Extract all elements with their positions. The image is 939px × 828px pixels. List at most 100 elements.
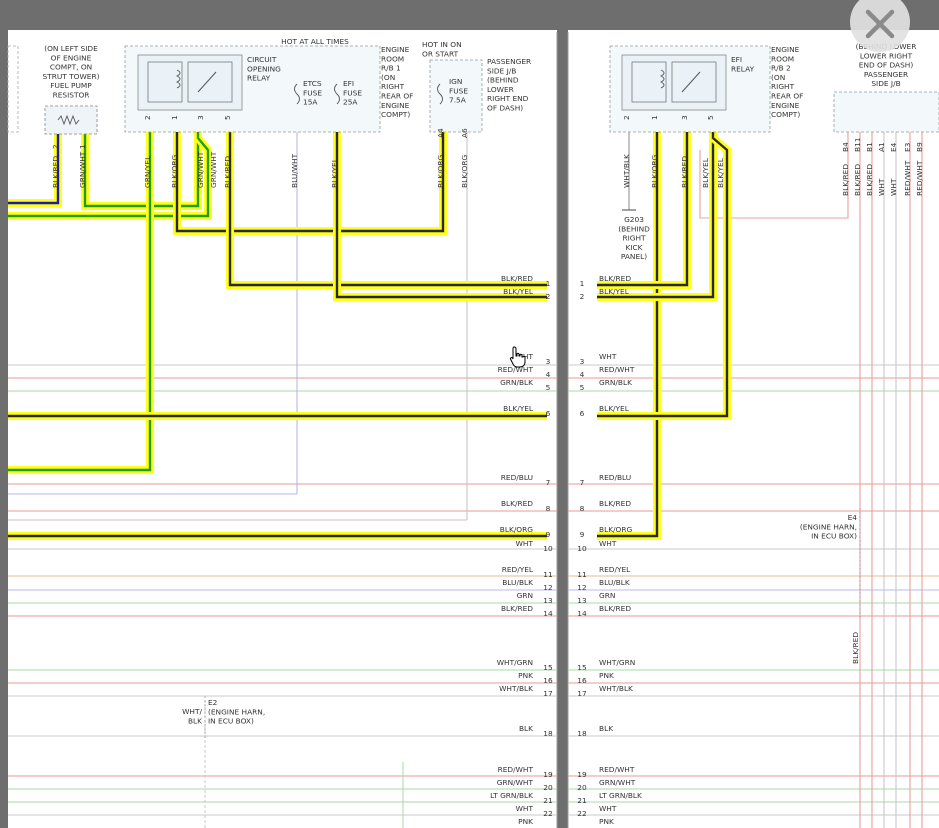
jb2-pin: E3 (903, 142, 912, 152)
connector-right-wire-label: RED/WHT (599, 365, 635, 374)
relay1-switch-blade (197, 71, 217, 93)
jb2-pink-loop (699, 132, 849, 219)
connector-right-wire-label: WHT (599, 352, 617, 361)
connector-left-pin: 22 (543, 809, 552, 818)
wire-blk-org-relay2-1 (597, 132, 659, 538)
connector-right-pin: 9 (580, 530, 585, 539)
connector-right-pin: 7 (580, 478, 585, 487)
connector-left-pin: 10 (543, 544, 553, 553)
connector-right-pin: 13 (577, 596, 587, 605)
relay1-pin: 2 (143, 115, 152, 120)
connector-right-pin: 5 (580, 383, 585, 392)
connector-right-wire-label: PNK (599, 817, 614, 826)
fuel-pump-resistor-label: RESISTOR (53, 91, 90, 100)
engine-room-rb2-label: (ON (771, 73, 785, 82)
passenger-jb-1 (429, 59, 483, 133)
wire-label-jb2: WHT (877, 178, 886, 196)
connector-left-pin: 16 (543, 676, 553, 685)
connector-left-wire-label: BLK/YEL (503, 287, 534, 296)
connector-left-pin: 17 (543, 689, 553, 698)
fuel-pump-resistor (44, 105, 98, 135)
efi-relay (621, 54, 727, 111)
connector-right-pin: 6 (580, 409, 585, 418)
connector-right-pin: 1 (580, 279, 585, 288)
passenger-jb2-label: SIDE J/B (871, 79, 900, 88)
relay2-pin: 1 (650, 115, 659, 120)
relay2-pin: 3 (680, 115, 689, 120)
connector-left-wire-label: WHT (516, 804, 534, 813)
e4-label: (ENGINE HARN, (800, 522, 857, 531)
engine-room-rb1-label: REAR OF (381, 92, 413, 101)
ign-fuse-symbol (437, 83, 443, 105)
relay1-switch (187, 61, 233, 103)
connector-right-pin: 10 (577, 544, 587, 553)
passenger-jb2-label: PASSENGER (864, 70, 908, 79)
jb2-blkred-vertical-label: BLK/RED (851, 632, 860, 664)
connector-left-wire-label: PNK (518, 671, 533, 680)
wire-label-jb2: RED/WHT (903, 160, 912, 196)
connector-left-wire-label: WHT/GRN (497, 658, 533, 667)
jb2-pin: B11 (853, 137, 862, 152)
hand-cursor-icon (509, 346, 526, 368)
relay2-coil-symbol (659, 69, 665, 89)
connector-left-pin: 11 (543, 570, 553, 579)
close-icon (865, 9, 895, 39)
g203-label: KICK (625, 243, 642, 252)
wire-grn-wht-relay-3 (8, 137, 210, 218)
engine-room-rb2-label: R/B 2 (771, 64, 791, 73)
engine-room-rb2-label: ENGINE (771, 45, 800, 54)
connector-right-wire-label: WHT (599, 804, 617, 813)
wire-blk-red-relay2-3 (597, 132, 689, 287)
g203-label: G203 (624, 215, 644, 224)
connector-right-wire-label: BLU/BLK (599, 578, 630, 587)
connector-left-pin: 2 (546, 292, 551, 301)
connector-right-wire-label: LT GRN/BLK (599, 791, 642, 800)
efi-relay-label: RELAY (731, 64, 755, 73)
relay2-coil (631, 61, 667, 103)
circuit-opening-relay-label: CIRCUIT (247, 55, 277, 64)
connector-right-pin: 2 (580, 292, 585, 301)
wire-blk-yel-efi-fuse (335, 132, 547, 299)
engine-room-rb1-label: COMPT) (381, 110, 410, 119)
connector-right-wire-label: WHT/BLK (599, 684, 633, 693)
ign-fuse-label: IGN (449, 77, 462, 86)
engine-room-rb1-label: ENGINE (381, 45, 410, 54)
engine-room-rb1-label: RIGHT (381, 82, 405, 91)
connector-left-pin: 8 (546, 504, 551, 513)
wire-label-top-left: GRN/WHT (196, 151, 205, 188)
e2-label: E2 (208, 698, 217, 707)
connector-left-pin: 6 (546, 409, 551, 418)
fuel-pump-resistor-label: OF ENGINE (51, 53, 92, 62)
resistor-pin: 1 (78, 144, 87, 149)
connector-right-wire-label: WHT/GRN (599, 658, 635, 667)
connector-left-wire-label: BLK (519, 724, 533, 733)
connector-right-wire-label: PNK (599, 671, 614, 680)
relay1-pin: 1 (170, 115, 179, 120)
jb2-pin: B1 (865, 142, 874, 152)
jb2-pin: A1 (877, 142, 886, 152)
etcs-fuse-label: 15A (303, 98, 317, 107)
left-edge-box (7, 45, 19, 133)
wire-label-top-left: BLK/ORG (170, 155, 179, 188)
connector-right-pin: 8 (580, 504, 585, 513)
connector-left-pin: 9 (546, 530, 551, 539)
efi-fuse-symbol (334, 83, 340, 105)
close-button[interactable] (850, 0, 910, 52)
e2-wire-label: WHT/ (182, 707, 202, 716)
passenger-jb2-label: END OF DASH) (859, 61, 914, 70)
wire-blk-red-relay-5 (228, 132, 547, 287)
efi-fuse-label: EFI (343, 79, 354, 88)
efi-relay-label: EFI (731, 55, 742, 64)
connector-right-wire-label: GRN (599, 591, 615, 600)
connector-right-wire-label: RED/BLU (599, 473, 631, 482)
e4-label: IN ECU BOX) (811, 532, 857, 541)
wire-grn-wht-resistor (83, 132, 200, 208)
hot-at-all-times-label: HOT AT ALL TIMES (281, 37, 349, 46)
connector-left-wire-label: PNK (518, 817, 533, 826)
wire-label-top-right: BLK/ORG (650, 155, 659, 188)
circuit-opening-relay-label: OPENING (247, 64, 281, 73)
connector-left-pin: 21 (543, 796, 553, 805)
